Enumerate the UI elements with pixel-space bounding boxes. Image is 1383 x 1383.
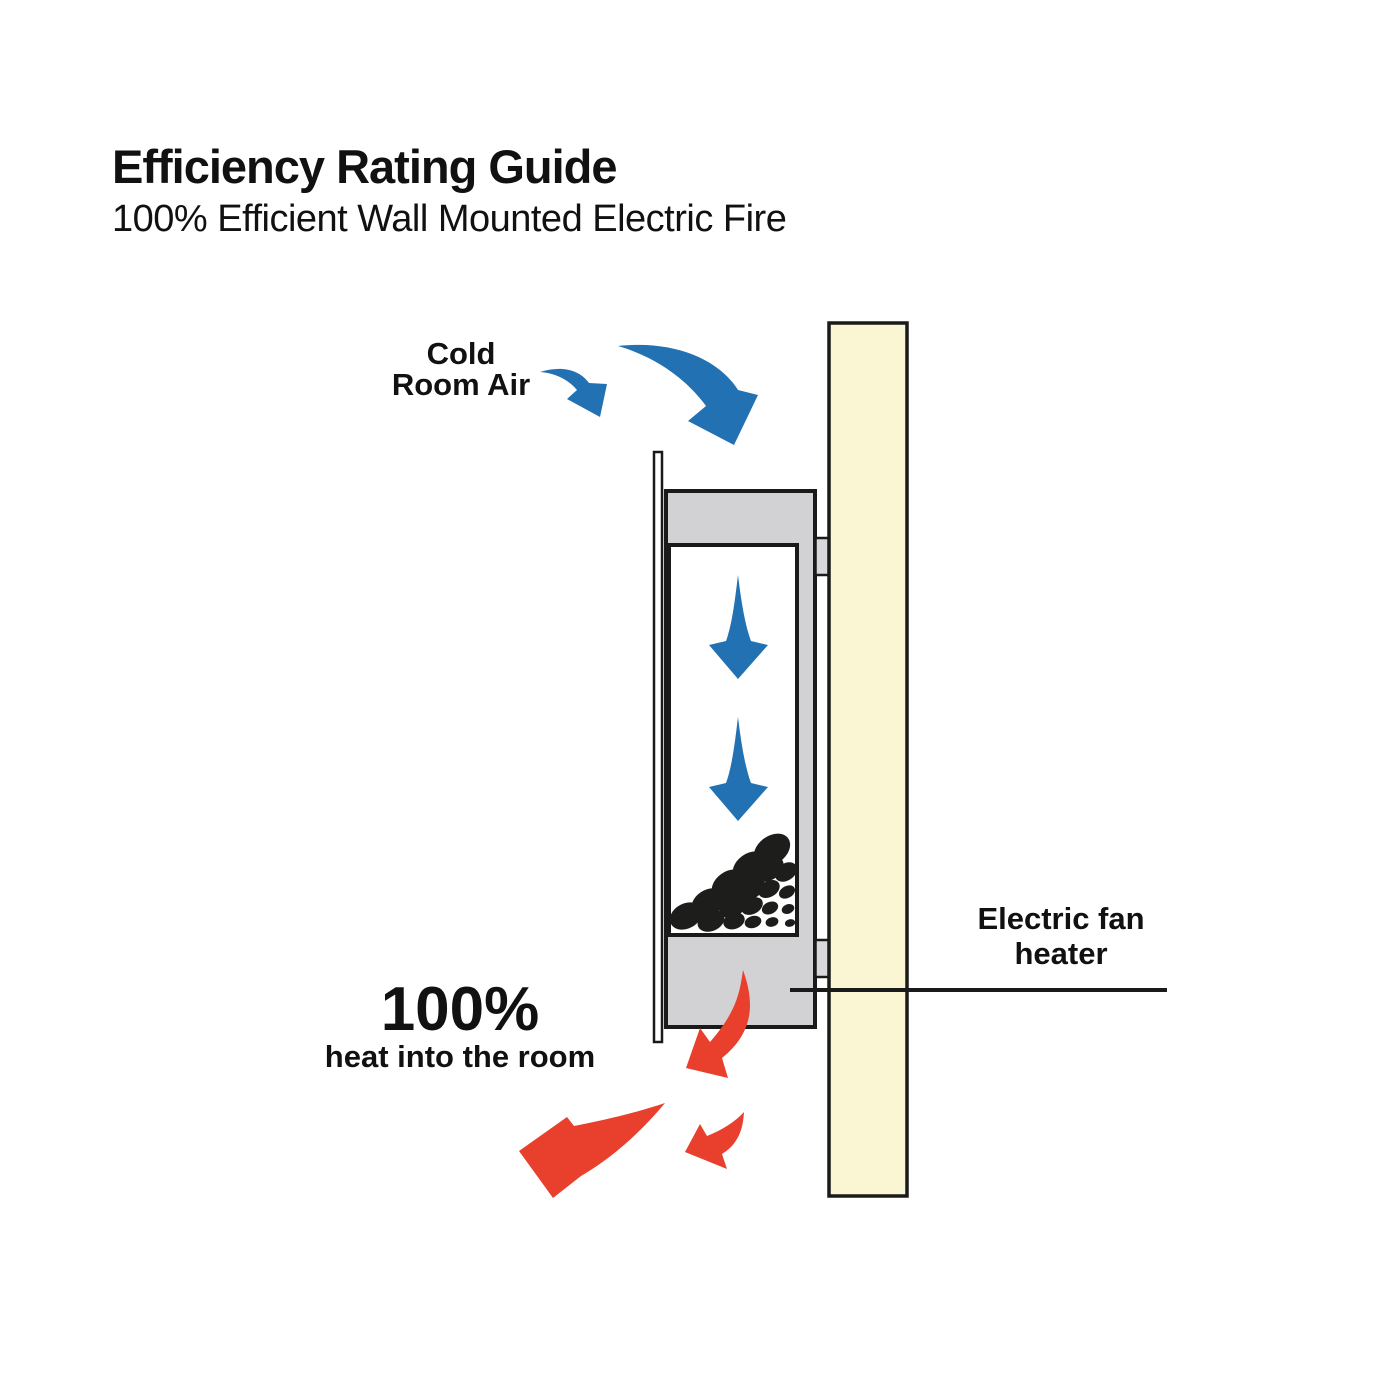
- heat-arrow-large-icon: [519, 1103, 665, 1198]
- heat-output-label: 100% heat into the room: [285, 975, 635, 1074]
- page-subtitle: 100% Efficient Wall Mounted Electric Fir…: [112, 198, 787, 240]
- electric-fan-heater-label: Electric fan heater: [911, 901, 1211, 971]
- heat-output-caption: heat into the room: [324, 1039, 596, 1074]
- cold-air-arrow-small-icon: [540, 368, 607, 417]
- airflow-down-arrow-1-icon: [709, 575, 768, 679]
- electric-fan-heater-line2: heater: [1014, 936, 1108, 971]
- cold-room-air-line1: Cold: [426, 336, 496, 371]
- page-title: Efficiency Rating Guide: [112, 140, 618, 193]
- wall-cross-section: [827, 321, 909, 1198]
- front-glass-panel: [652, 450, 664, 1044]
- airflow-down-arrow-2-icon: [709, 717, 768, 821]
- heat-arrow-outlet-icon: [686, 970, 751, 1078]
- cold-room-air-line2: Room Air: [391, 367, 531, 402]
- cold-room-air-label: Cold Room Air: [330, 338, 592, 400]
- mounting-bracket-bottom: [814, 938, 830, 979]
- mounting-bracket-top: [814, 536, 830, 577]
- cold-air-arrow-large-icon: [618, 344, 758, 445]
- heat-arrow-small-icon: [685, 1112, 744, 1169]
- pebble-fuel-bed-icon: [669, 833, 798, 932]
- heat-output-value: 100%: [380, 975, 540, 1044]
- electric-fan-heater-line1: Electric fan: [977, 901, 1145, 936]
